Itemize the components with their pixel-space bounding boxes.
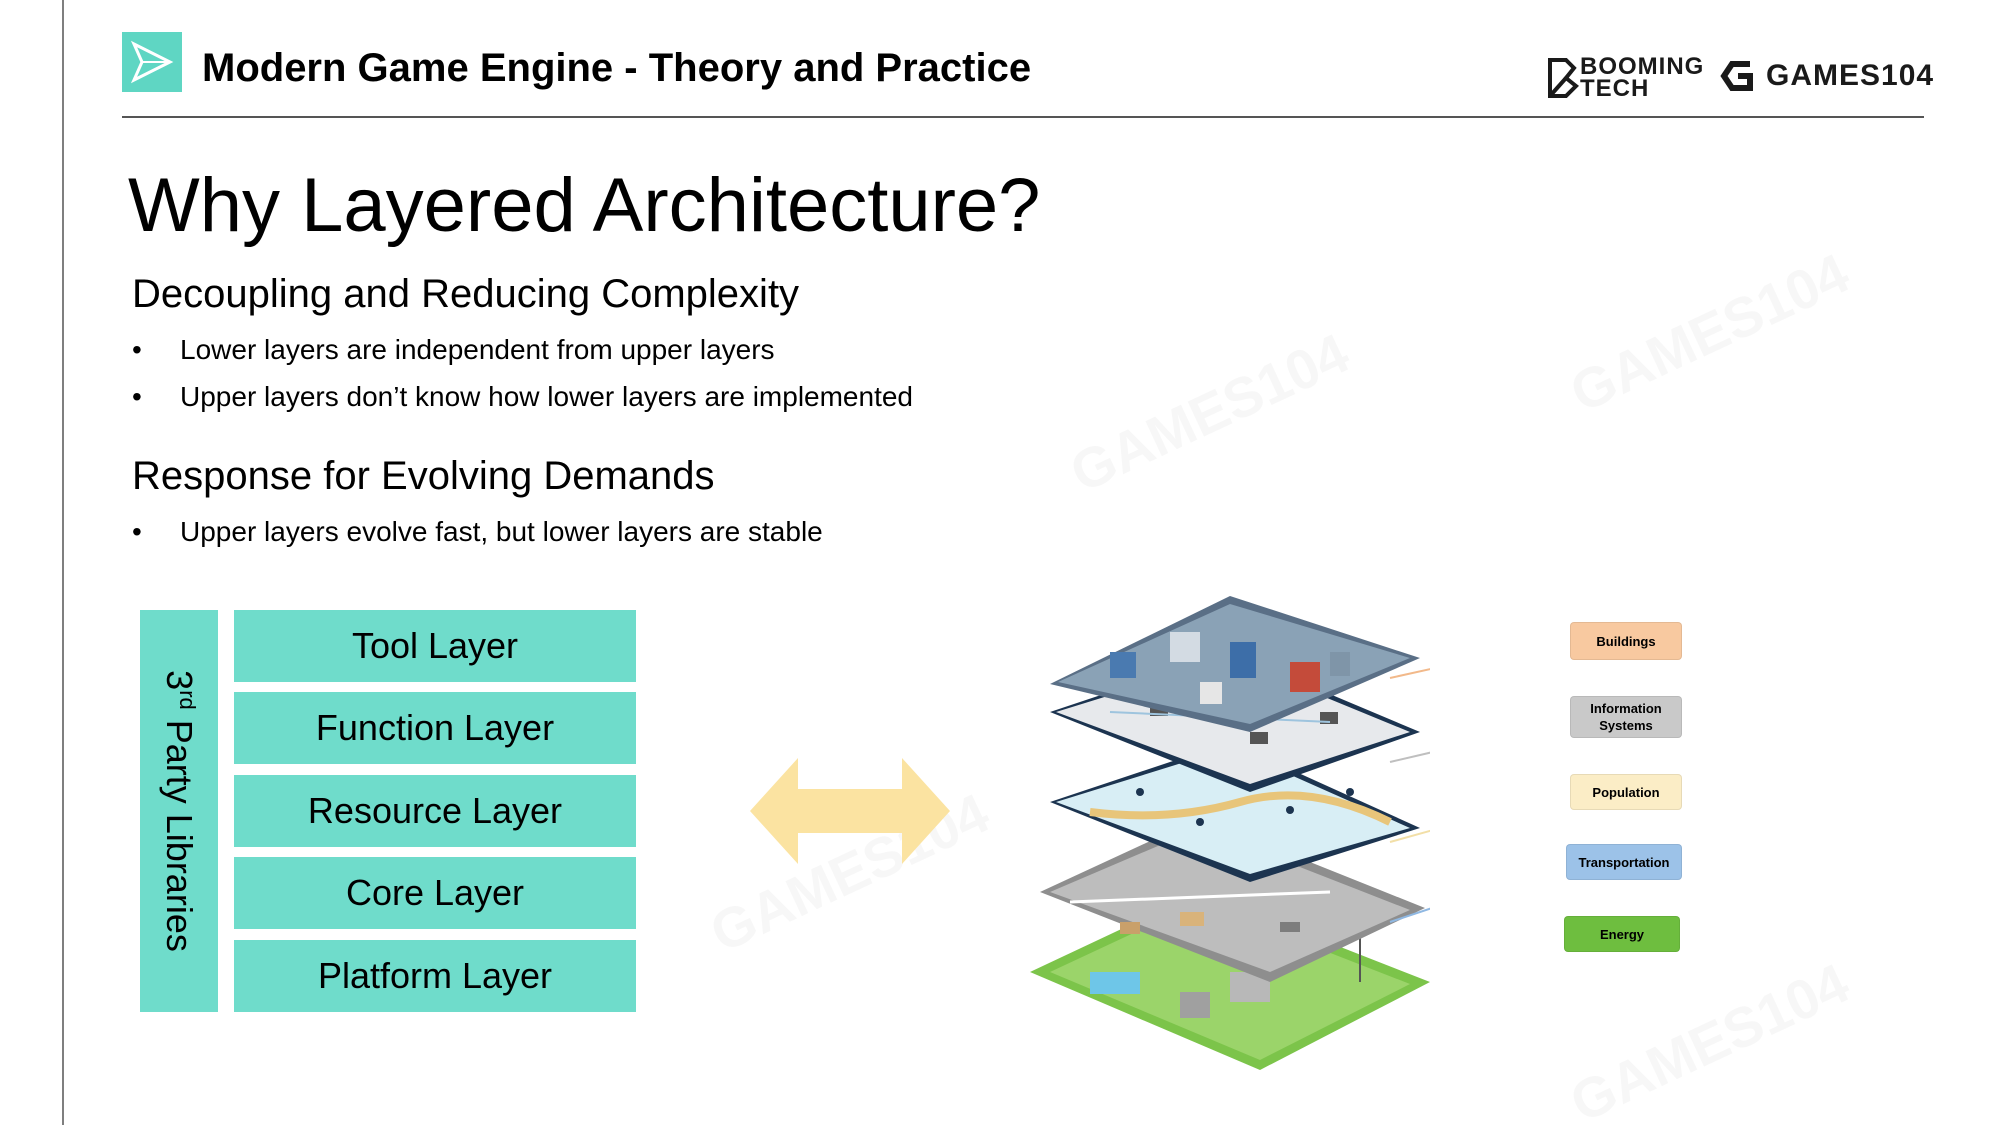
brand-booming-line1: BOOMING [1580,53,1705,80]
double-arrow-icon [750,758,950,864]
bullet-text: Lower layers are independent from upper … [180,334,775,365]
bullet-item: • Upper layers evolve fast, but lower la… [132,516,823,548]
platform-layer: Platform Layer [234,940,636,1012]
course-logo-icon [122,32,182,92]
third-party-libraries-bar: 3rd Party Libraries [140,610,218,1012]
brand-booming-line2: TECH [1580,75,1650,102]
bullet-item: • Lower layers are independent from uppe… [132,334,775,366]
left-margin-rule [62,0,64,1125]
function-layer: Function Layer [234,692,636,764]
course-title: Modern Game Engine - Theory and Practice [202,46,1032,90]
bullet-dot: • [132,381,142,412]
slide-title: Why Layered Architecture? [128,163,1041,248]
tag-population: Population [1570,774,1682,810]
header-divider [122,116,1924,118]
booming-tech-logo: BOOMING TECH [1546,53,1705,102]
tag-energy: Energy [1564,916,1680,952]
bullet-item: • Upper layers don’t know how lower laye… [132,381,913,413]
bullet-text: Upper layers don’t know how lower layers… [180,381,914,412]
bullet-dot: • [132,334,142,365]
tag-information-systems: Information Systems [1570,696,1682,738]
brand-games-text: GAMES104 [1766,59,1935,92]
bullet-dot: • [132,516,142,547]
games104-mark-icon [1720,61,1753,91]
core-layer: Core Layer [234,857,636,929]
booming-tech-mark-icon [1548,58,1579,98]
watermark: GAMES104 [1060,320,1359,505]
tag-buildings: Buildings [1570,622,1682,660]
section-heading: Decoupling and Reducing Complexity [132,272,800,316]
section-heading: Response for Evolving Demands [132,454,715,498]
layered-city-illustration [1030,596,1430,1070]
tool-layer: Tool Layer [234,610,636,682]
bullet-text: Upper layers evolve fast, but lower laye… [180,516,823,547]
watermark: GAMES104 [1560,240,1859,425]
watermark: GAMES104 [1560,950,1859,1135]
games104-logo: GAMES104 [1720,56,1934,96]
tag-transportation: Transportation [1566,844,1682,880]
resource-layer: Resource Layer [234,775,636,847]
third-party-libraries-label: 3rd Party Libraries [159,670,200,952]
